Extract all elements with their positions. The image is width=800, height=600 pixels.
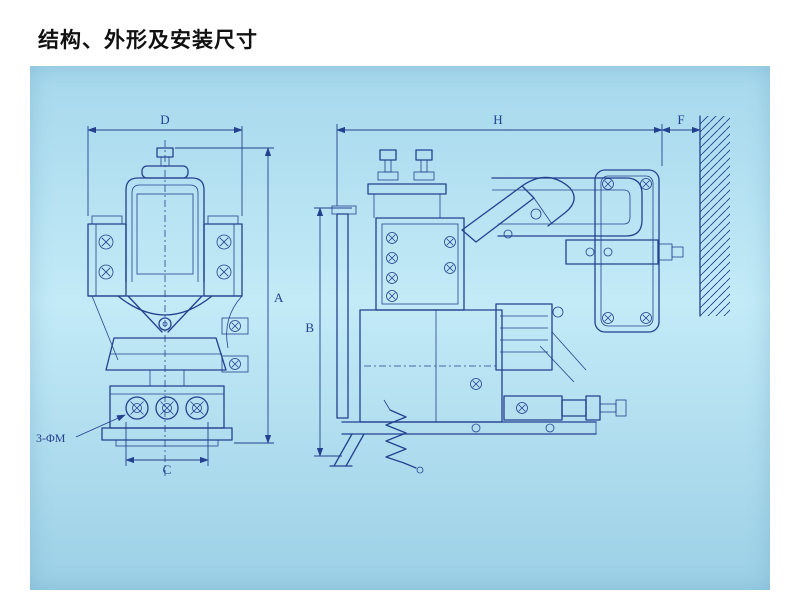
dimension-a: A (175, 147, 284, 444)
screw-icon (386, 272, 398, 284)
technical-drawing: D A C 3-ΦM (36, 112, 730, 477)
page-title: 结构、外形及安装尺寸 (38, 28, 258, 52)
screw-icon (229, 320, 241, 332)
dimension-c: C (125, 422, 209, 477)
screw-icon (386, 252, 398, 264)
screw-icon (602, 312, 614, 324)
screw-icon (98, 234, 114, 250)
screw-icon (444, 236, 456, 248)
dim-h-label: H (493, 112, 502, 127)
blueprint-panel: D A C 3-ΦM (30, 66, 770, 590)
mounting-label: 3-ΦM (36, 431, 66, 445)
blowout-loop (491, 177, 643, 237)
screw-icon (386, 232, 398, 244)
screw-icon (216, 234, 232, 250)
return-spring (383, 399, 424, 474)
mounting-plate (565, 169, 684, 333)
dimension-h: H (336, 112, 663, 206)
dimension-b: B (305, 207, 352, 457)
dim-f-label: F (677, 112, 684, 127)
mounting-hole-icon (185, 396, 209, 420)
arc-chute-grille (136, 193, 194, 275)
dim-b-label: B (305, 320, 314, 335)
screw-icon (516, 402, 528, 414)
dim-d-label: D (160, 112, 169, 127)
mounting-hole-icon (155, 396, 179, 420)
dim-a-label: A (274, 290, 284, 305)
dim-c-label: C (163, 462, 172, 477)
front-body (87, 140, 249, 476)
mounting-callout: 3-ΦM (36, 414, 126, 445)
mounting-hole-icon (125, 396, 149, 420)
dimension-f: F (661, 112, 701, 134)
wall-hatching (699, 115, 730, 317)
mounting-base (101, 385, 233, 447)
screw-icon (640, 178, 652, 190)
screw-icon (98, 264, 114, 280)
side-body (329, 149, 627, 467)
coil-assembly (495, 303, 587, 383)
dimension-d: D (87, 112, 243, 216)
screw-icon (470, 378, 482, 390)
screw-icon (640, 312, 652, 324)
side-view: H F B (305, 112, 730, 474)
screw-icon (229, 358, 241, 370)
screw-icon (602, 178, 614, 190)
front-view: D A C 3-ΦM (36, 112, 284, 477)
screw-icon (444, 262, 456, 274)
screw-icon (386, 290, 398, 302)
screw-icon (216, 264, 232, 280)
